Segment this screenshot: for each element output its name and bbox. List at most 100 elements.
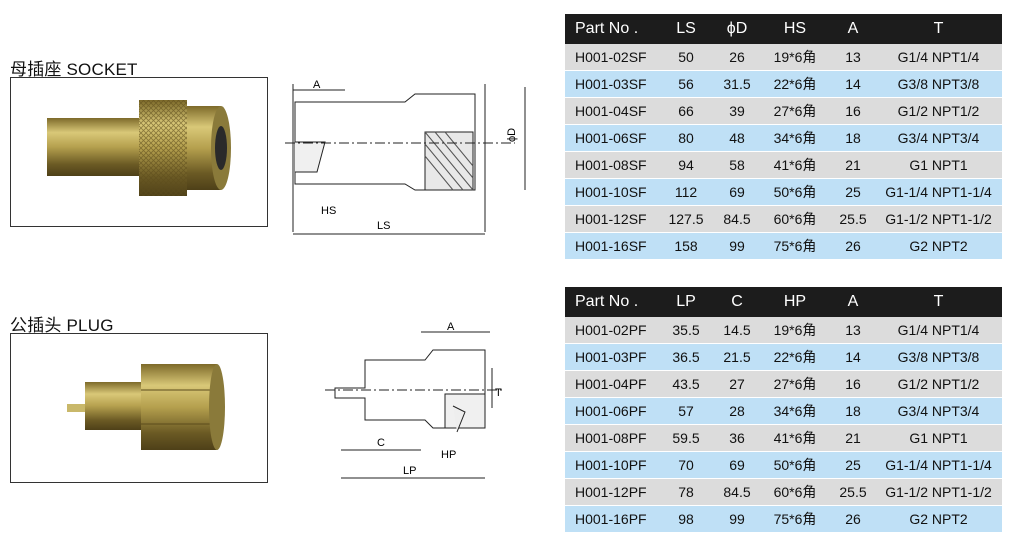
plug-header-part-no: Part No . xyxy=(565,287,657,317)
table-cell: 21.5 xyxy=(715,343,759,371)
plug-header-a: A xyxy=(831,287,875,317)
socket-header-part-no: Part No . xyxy=(565,14,657,44)
table-cell: 99 xyxy=(715,232,759,260)
table-cell: 39 xyxy=(715,97,759,125)
table-cell: 14 xyxy=(831,70,875,98)
table-cell: 75*6角 xyxy=(759,232,831,260)
table-cell: 14.5 xyxy=(715,317,759,344)
table-cell: 13 xyxy=(831,317,875,344)
table-cell: H001-06PF xyxy=(565,397,657,425)
table-cell: 19*6角 xyxy=(759,317,831,344)
table-cell: 94 xyxy=(657,151,715,179)
plug-photo xyxy=(10,333,268,483)
table-cell: H001-04SF xyxy=(565,97,657,125)
table-cell: H001-03SF xyxy=(565,70,657,98)
table-cell: H001-16SF xyxy=(565,232,657,260)
table-cell: 84.5 xyxy=(715,205,759,233)
plug-dim-c: C xyxy=(377,437,385,449)
table-cell: 58 xyxy=(715,151,759,179)
plug-dim-hp: HP xyxy=(441,449,456,461)
socket-dim-d: ϕD xyxy=(506,128,518,142)
table-cell: 26 xyxy=(831,505,875,533)
plug-header-t: T xyxy=(875,287,1002,317)
table-cell: 41*6角 xyxy=(759,424,831,452)
table-cell: 21 xyxy=(831,424,875,452)
table-cell: 60*6角 xyxy=(759,478,831,506)
table-cell: 66 xyxy=(657,97,715,125)
plug-coupler-image xyxy=(67,364,225,450)
plug-dim-lp: LP xyxy=(403,465,416,477)
socket-dim-hs: HS xyxy=(321,205,336,217)
table-cell: 59.5 xyxy=(657,424,715,452)
plug-table-header: Part No . LP C HP A T xyxy=(565,287,1002,317)
table-cell: 13 xyxy=(831,44,875,71)
plug-dim-a: A xyxy=(447,321,455,333)
table-cell: G1-1/2 NPT1-1/2 xyxy=(875,478,1002,506)
table-cell: 16 xyxy=(831,97,875,125)
table-cell: 69 xyxy=(715,178,759,206)
table-cell: H001-03PF xyxy=(565,343,657,371)
table-cell: 25.5 xyxy=(831,205,875,233)
table-cell: 80 xyxy=(657,124,715,152)
table-cell: 18 xyxy=(831,124,875,152)
table-cell: G1/4 NPT1/4 xyxy=(875,317,1002,344)
table-cell: G2 NPT2 xyxy=(875,232,1002,260)
table-cell: 27 xyxy=(715,370,759,398)
socket-table-header: Part No . LS ϕD HS A T xyxy=(565,14,1002,44)
table-cell: 36.5 xyxy=(657,343,715,371)
table-cell: G1/2 NPT1/2 xyxy=(875,97,1002,125)
table-cell: 22*6角 xyxy=(759,70,831,98)
table-cell: H001-06SF xyxy=(565,124,657,152)
table-cell: 99 xyxy=(715,505,759,533)
table-cell: H001-02PF xyxy=(565,317,657,344)
socket-header-t: T xyxy=(875,14,1002,44)
table-cell: 26 xyxy=(715,44,759,71)
table-cell: 36 xyxy=(715,424,759,452)
table-cell: G2 NPT2 xyxy=(875,505,1002,533)
table-cell: 27*6角 xyxy=(759,370,831,398)
table-cell: 35.5 xyxy=(657,317,715,344)
table-cell: 69 xyxy=(715,451,759,479)
socket-header-a: A xyxy=(831,14,875,44)
table-cell: 56 xyxy=(657,70,715,98)
table-cell: H001-10PF xyxy=(565,451,657,479)
socket-dim-ls: LS xyxy=(377,220,390,232)
table-cell: H001-10SF xyxy=(565,178,657,206)
table-cell: G3/4 NPT3/4 xyxy=(875,397,1002,425)
table-cell: 34*6角 xyxy=(759,124,831,152)
table-cell: 98 xyxy=(657,505,715,533)
table-cell: 41*6角 xyxy=(759,151,831,179)
socket-coupler-image xyxy=(47,100,231,196)
table-cell: 27*6角 xyxy=(759,97,831,125)
table-cell: 19*6角 xyxy=(759,44,831,71)
table-cell: 16 xyxy=(831,370,875,398)
table-cell: 75*6角 xyxy=(759,505,831,533)
table-cell: G1-1/4 NPT1-1/4 xyxy=(875,451,1002,479)
table-cell: 70 xyxy=(657,451,715,479)
table-cell: 26 xyxy=(831,232,875,260)
table-cell: 25.5 xyxy=(831,478,875,506)
table-cell: 28 xyxy=(715,397,759,425)
plug-header-lp: LP xyxy=(657,287,715,317)
table-cell: 18 xyxy=(831,397,875,425)
table-cell: 158 xyxy=(657,232,715,260)
table-cell: 84.5 xyxy=(715,478,759,506)
plug-cross-section-drawing: A C LP HP T xyxy=(325,321,505,479)
socket-header-hs: HS xyxy=(759,14,831,44)
socket-header-ls: LS xyxy=(657,14,715,44)
table-cell: H001-02SF xyxy=(565,44,657,71)
table-cell: G1/2 NPT1/2 xyxy=(875,370,1002,398)
table-cell: H001-08PF xyxy=(565,424,657,452)
